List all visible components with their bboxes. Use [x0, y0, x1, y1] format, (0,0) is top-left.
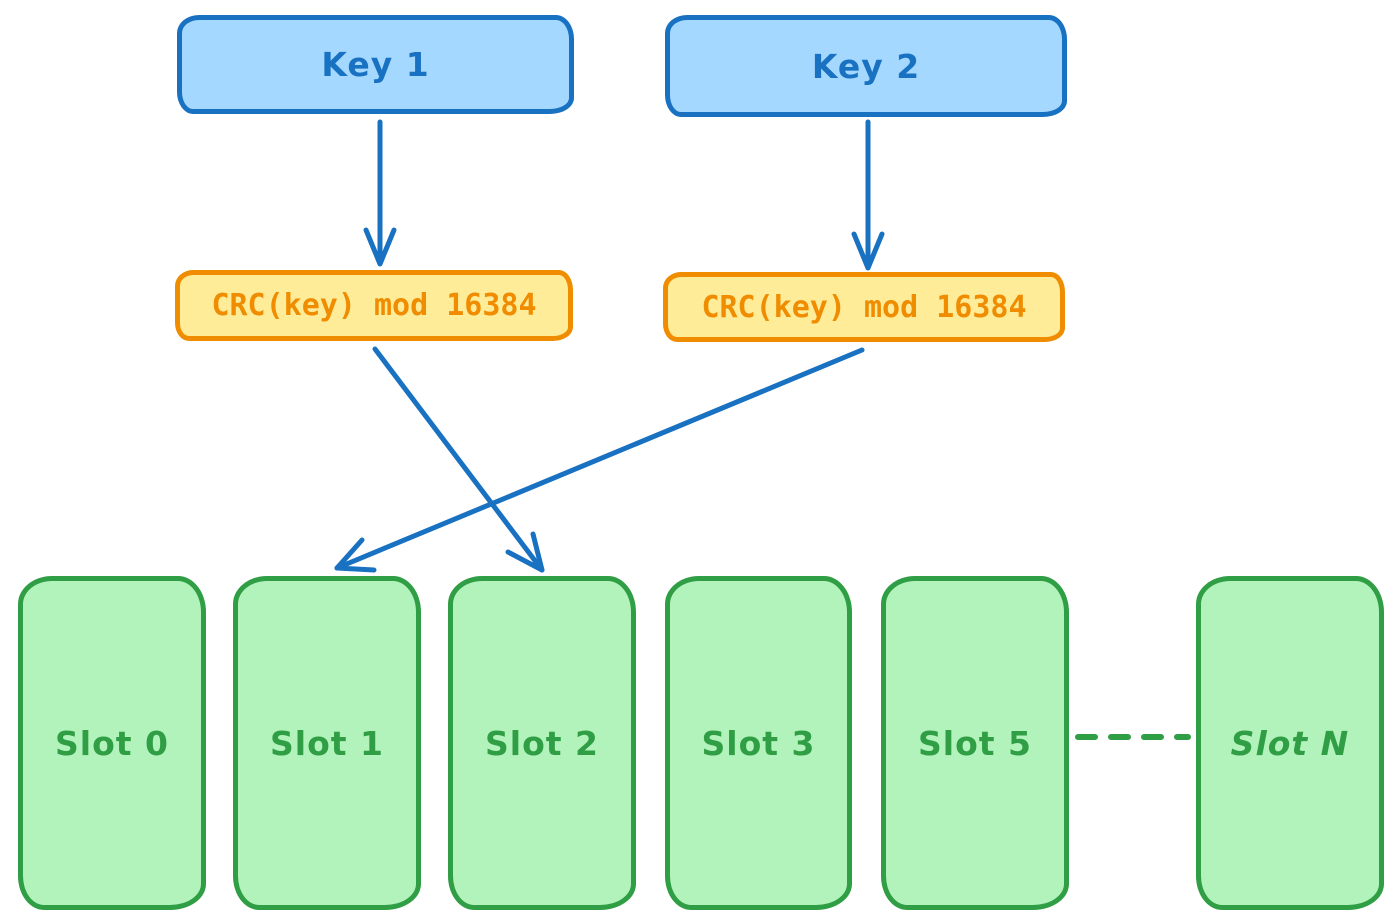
node-slot-0-label: Slot 0 [55, 723, 169, 763]
arrow-crc1-to-slot2 [372, 346, 545, 573]
node-slot-2: Slot 2 [448, 576, 636, 910]
node-slot-n-label: Slot N [1230, 723, 1350, 763]
arrow-crc2-to-slot1 [334, 347, 865, 573]
node-slot-5: Slot 5 [881, 576, 1069, 910]
node-hash-function-2-label: CRC(key) mod 16384 [701, 289, 1027, 325]
node-hash-function-1-label: CRC(key) mod 16384 [211, 288, 537, 323]
node-key-1: Key 1 [177, 15, 574, 114]
node-hash-function-1: CRC(key) mod 16384 [175, 270, 573, 341]
node-key-2: Key 2 [665, 15, 1067, 117]
node-slot-0: Slot 0 [18, 576, 206, 910]
arrow-key2-to-crc2 [851, 119, 885, 271]
node-slot-2-label: Slot 2 [485, 723, 599, 763]
node-key-1-label: Key 1 [321, 45, 430, 84]
node-hash-function-2: CRC(key) mod 16384 [663, 272, 1065, 342]
node-key-2-label: Key 2 [811, 46, 921, 86]
node-slot-1: Slot 1 [233, 576, 421, 910]
node-slot-3-label: Slot 3 [701, 723, 816, 763]
arrow-key1-to-crc1 [363, 119, 397, 267]
node-slot-5-label: Slot 5 [918, 723, 1032, 763]
node-slot-3: Slot 3 [665, 576, 852, 910]
node-slot-1-label: Slot 1 [270, 723, 384, 763]
node-slot-n: Slot N [1196, 576, 1384, 910]
